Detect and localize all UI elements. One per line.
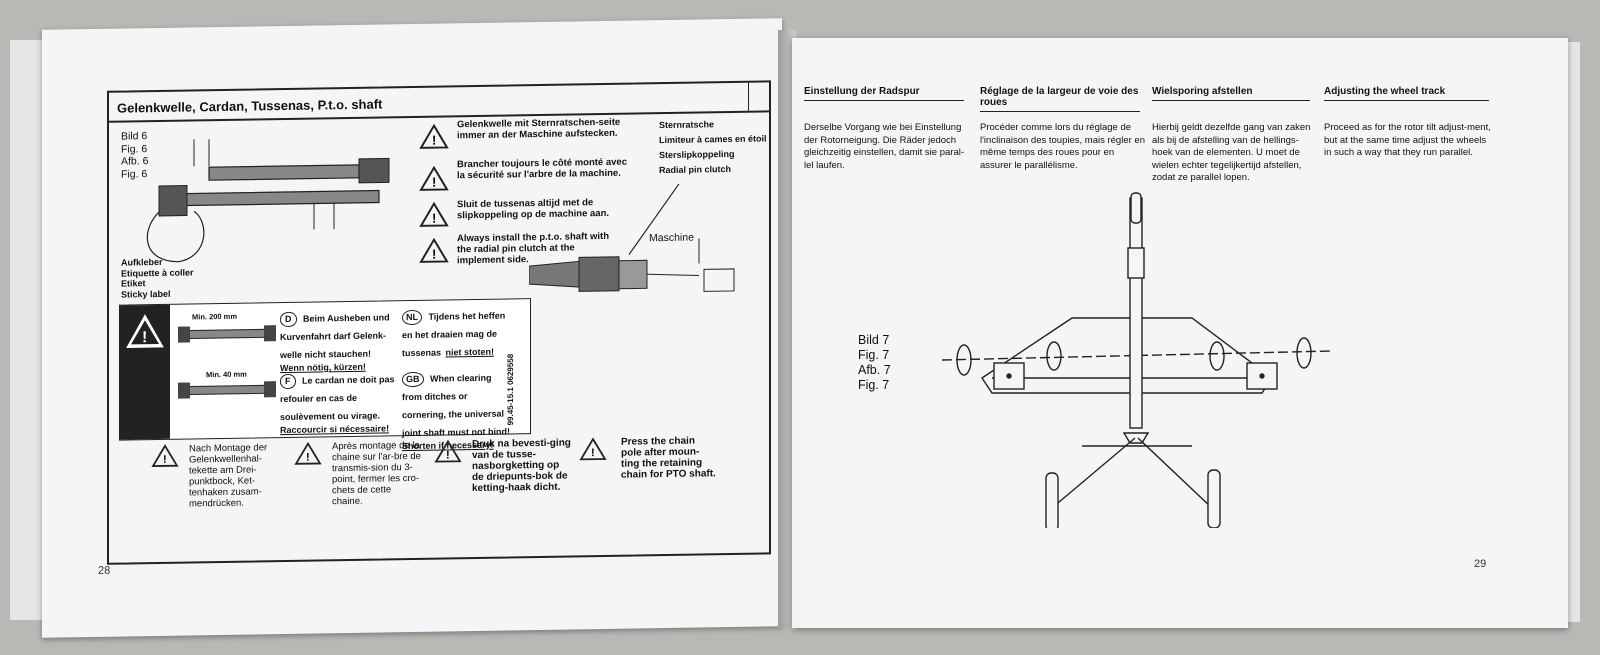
page-number: 28 [98, 564, 111, 577]
language-badge: NL [402, 309, 422, 325]
right-page: Einstellung der Radspur Derselbe Vorgang… [792, 38, 1568, 628]
sticker-labels: Aufkleber Etiquette à coller Etiket Stic… [121, 256, 194, 299]
section-title: Gelenkwelle, Cardan, Tussenas, P.t.o. sh… [109, 82, 769, 123]
warning-triangle-icon: ! [419, 165, 449, 191]
bottom-note-text: Druk na bevesti-ging van de tusse-nasbor… [472, 437, 571, 495]
column-heading: Wielsporing afstellen [1152, 86, 1310, 101]
svg-text:!: ! [142, 329, 147, 346]
warning-item: ! Brancher toujours le côté monté avec l… [419, 157, 629, 200]
bottom-note-en: ! Press the chain pole after moun-ting t… [579, 435, 719, 481]
warning-item: ! Gelenkwelle mit Sternratschen-seite im… [419, 117, 629, 160]
language-badge: GB [402, 371, 424, 387]
warning-item: ! Always install the p.t.o. shaft with t… [419, 231, 629, 274]
sticker-text: Le cardan ne doit pas refouler en cas de… [280, 374, 395, 423]
fig-label: Bild 7 [858, 333, 890, 347]
warning-text: Gelenkwelle mit Sternratschen-seite imme… [457, 116, 621, 142]
column-body: Proceed as for the rotor tilt adjust-men… [1324, 122, 1491, 158]
warning-triangle-icon: ! [126, 314, 164, 348]
bottom-note-text: Press the chain pole after moun-ting the… [621, 435, 716, 481]
page-number: 29 [1474, 558, 1487, 570]
bottom-note-text: Après montage de la chaine sur l'ar-bre … [332, 439, 421, 508]
column-body: Hierbij geldt dezelfde gang van zaken al… [1152, 122, 1311, 183]
warning-item: ! Sluit de tussenas altijd met de slipko… [419, 197, 629, 234]
svg-text:!: ! [432, 133, 436, 148]
column-body: Derselbe Vorgang wie bei Einstellung der… [804, 122, 964, 171]
language-badge: F [280, 373, 296, 389]
svg-text:!: ! [432, 211, 436, 226]
warning-triangle-icon: ! [294, 441, 322, 465]
svg-text:!: ! [432, 247, 436, 262]
warning-triangle-icon: ! [579, 437, 607, 461]
left-page: Gelenkwelle, Cardan, Tussenas, P.t.o. sh… [42, 18, 782, 638]
bottom-note-text: Nach Montage der Gelenkwellenhal-tekette… [189, 442, 268, 510]
clutch-label: Radial pin clutch [659, 163, 732, 176]
svg-text:!: ! [446, 449, 450, 461]
sticker-text: niet stoten! [445, 346, 494, 358]
sticker-label: Etiquette à coller [121, 266, 194, 279]
sticker-fr-block: F Le cardan ne doit pas refouler en cas … [280, 369, 400, 435]
clutch-labels: Sternratsche Limiteur à cames en étoil S… [659, 116, 767, 178]
fig-label: Afb. 7 [858, 363, 891, 377]
svg-text:!: ! [306, 452, 310, 464]
svg-text:!: ! [163, 454, 167, 466]
sticker-warning-band: ! [120, 304, 170, 440]
fig-label: Fig. 7 [858, 348, 890, 362]
warning-triangle-icon: ! [419, 237, 449, 263]
warning-triangle-icon: ! [419, 201, 449, 227]
bottom-note-nl: ! Druk na bevesti-ging van de tusse-nasb… [434, 437, 574, 494]
fig-label: Fig. 7 [858, 378, 890, 392]
bottom-note-de: ! Nach Montage der Gelenkwellenhal-teket… [151, 442, 289, 510]
shaft-min-40-icon [178, 381, 276, 399]
instruction-frame: Gelenkwelle, Cardan, Tussenas, P.t.o. sh… [107, 80, 771, 565]
column-body: Procéder comme lors du réglage de l'incl… [980, 122, 1145, 171]
svg-text:!: ! [591, 447, 595, 459]
fig-7-labels: Bild 7 Fig. 7 Afb. 7 Fig. 7 [858, 333, 891, 393]
column-heading: Einstellung der Radspur [804, 86, 964, 101]
sticker-nl-block: NL Tijdens het heffen en het draaien mag… [402, 305, 512, 361]
column-heading: Réglage de la largeur de voie des roues [980, 86, 1140, 112]
sticker-code: 99.45-15.1 0629558 [506, 353, 515, 426]
safety-sticker: ! Min. 200 mm Min. 40 mm D Beim Ausheben… [119, 298, 531, 451]
bottom-note-fr: ! Après montage de la chaine sur l'ar-br… [294, 440, 424, 507]
warning-triangle-icon: ! [151, 444, 179, 467]
column-heading: Adjusting the wheel track [1324, 86, 1489, 101]
warning-list: ! Gelenkwelle mit Sternratschen-seite im… [419, 117, 629, 274]
language-badge: D [280, 311, 297, 327]
wheel-track-diagram [942, 192, 1332, 528]
clutch-illustration [529, 183, 735, 292]
warning-triangle-icon: ! [419, 123, 449, 149]
svg-text:!: ! [432, 175, 436, 190]
sticker-text: Raccourcir si nécessaire! [280, 423, 390, 436]
warning-triangle-icon: ! [434, 439, 462, 463]
sticker-label: Sticky label [121, 288, 171, 300]
book-spine [778, 30, 796, 630]
shaft-min-200-icon [178, 325, 276, 343]
clutch-label: Sterslipkoppeling [659, 148, 735, 161]
pto-shaft-illustration [146, 139, 390, 263]
clutch-label: Limiteur à cames en étoil [659, 133, 767, 146]
clutch-label: Sternratsche [659, 119, 715, 131]
sticker-de-block: D Beim Ausheben und Kurvenfahrt darf Gel… [280, 307, 400, 373]
warning-text: Brancher toujours le côté monté avec la … [457, 156, 627, 182]
